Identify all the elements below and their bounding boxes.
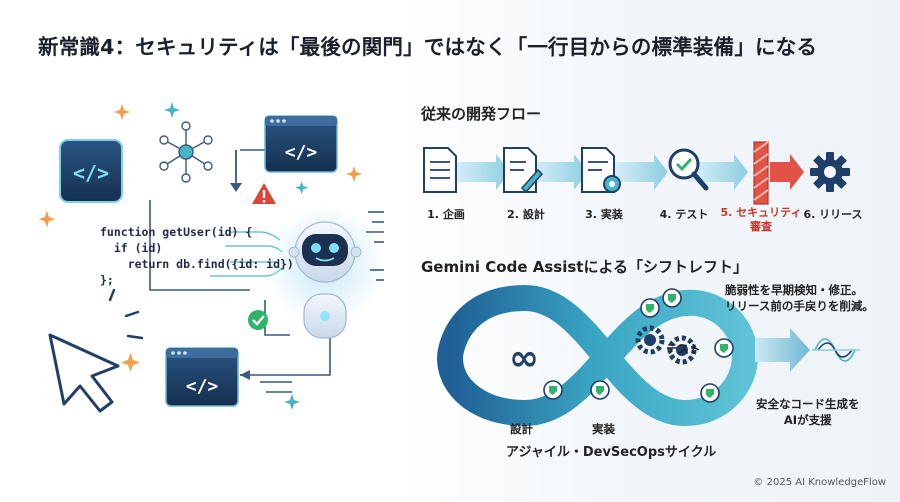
svg-text:∞: ∞ <box>509 338 539 379</box>
note-line: AIが支援 <box>783 413 832 427</box>
test-magnifier-icon <box>668 148 709 191</box>
note-line: リリース前の手戻りを削減。 <box>725 299 874 313</box>
loop-gear-icon <box>667 335 697 365</box>
warning-icon <box>252 183 276 204</box>
traditional-flow-heading: 従来の開発フロー <box>421 105 542 123</box>
code-line: function getUser(id) { <box>100 225 253 239</box>
code-window-icon-top-left: </> <box>59 139 123 203</box>
loop-label-test: テスト <box>666 342 701 356</box>
shift-left-heading: Gemini Code Assistによる「シフトレフト」 <box>421 258 749 276</box>
flow-step-label-line: 審査 <box>750 220 772 233</box>
loop-gear-icon <box>635 325 665 355</box>
network-node-icon <box>159 121 213 183</box>
code-snippet: function getUser(id) { if (id) return db… <box>100 224 294 288</box>
note-line: 脆弱性を早期検知・修正。 <box>725 283 863 297</box>
svg-text:</>: </> <box>73 161 109 185</box>
left-illustration: </> </> </> <box>38 102 385 413</box>
copyright-text: © 2025 AI KnowledgeFlow <box>753 477 886 488</box>
planning-document-icon <box>423 147 457 193</box>
loop-label-implement: 実装 <box>592 422 615 436</box>
flow-step-label: 3. 実装 <box>585 208 623 221</box>
devsecops-infinity-loop: ∞ <box>437 285 860 426</box>
devsecops-cycle-label: アジャイル・DevSecOpsサイクル <box>506 445 717 460</box>
code-window-icon-bottom: </> <box>165 347 239 407</box>
loop-label-design: 設計 <box>510 422 533 436</box>
release-gear-icon <box>810 152 850 192</box>
implementation-gear-icon <box>581 147 621 193</box>
code-line: if (id) <box>100 241 163 255</box>
svg-text:</>: </> <box>285 142 318 163</box>
ai-robot-illustration <box>265 205 385 339</box>
flow-step-label-security: 5. セキュリティ 審査 <box>716 206 806 234</box>
code-window-icon-top-right: </> <box>264 115 338 173</box>
page-title: 新常識4：セキュリティは「最後の関門」ではなく「一行目からの標準装備」になる <box>38 35 818 59</box>
traditional-flow-diagram <box>423 141 850 205</box>
note-line: 安全なコード生成を <box>756 397 860 411</box>
design-document-icon <box>503 147 544 194</box>
mouse-cursor-icon <box>48 288 144 413</box>
code-line: }; <box>100 273 114 287</box>
code-line: return db.find({id: id}) <box>100 257 294 271</box>
security-barrier-icon <box>753 141 769 205</box>
flow-step-label: 1. 企画 <box>427 208 465 221</box>
shift-left-note-top: 脆弱性を早期検知・修正。 リリース前の手戻りを削減。 <box>725 282 874 314</box>
flow-step-label: 6. リリース <box>803 208 863 221</box>
flow-step-label: 4. テスト <box>659 208 709 221</box>
waveform-icon <box>812 338 860 362</box>
svg-text:</>: </> <box>186 376 219 397</box>
shift-left-note-bottom: 安全なコード生成を AIが支援 <box>756 396 860 428</box>
flow-step-label: 2. 設計 <box>507 208 545 221</box>
flow-step-label-line: 5. セキュリティ <box>720 206 802 219</box>
check-circle-icon <box>248 310 268 330</box>
